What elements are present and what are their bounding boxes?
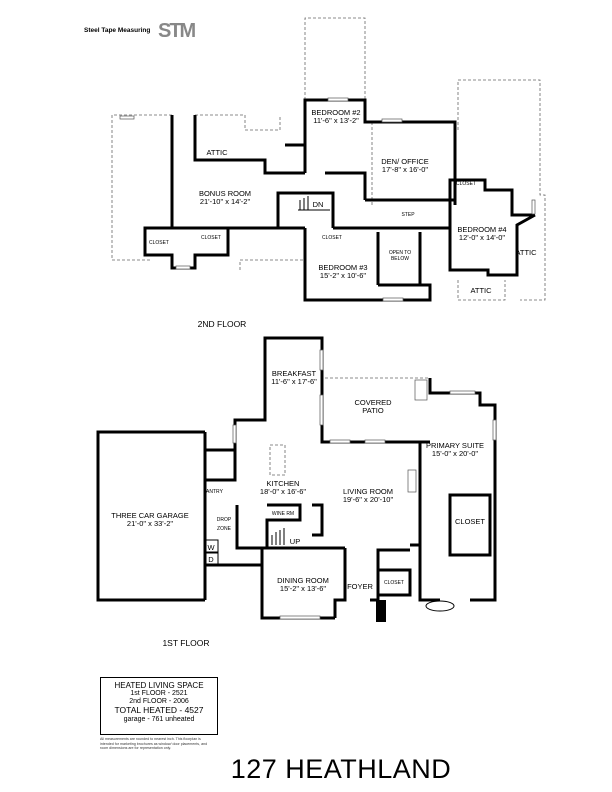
garage-dims: 21'-0" x 33'-2" — [127, 519, 173, 528]
living-room-dims: 19'-6" x 20'-10" — [343, 495, 394, 504]
closet-label: CLOSET — [384, 580, 404, 586]
logo-mark: STM — [158, 20, 196, 42]
bonus-room-name: BONUS ROOM — [199, 189, 251, 198]
up-label: UP — [290, 537, 300, 546]
wine-room-label: WINE RM — [272, 511, 294, 517]
washer-label: W — [207, 543, 215, 552]
drop-zone-label: ZONE — [217, 526, 232, 532]
bedroom-4-dims: 12'-0" x 14'-0" — [459, 233, 505, 242]
closet-label: CLOSET — [322, 235, 342, 241]
closet-label: CLOSET — [201, 235, 221, 241]
drop-zone-label: DROP — [217, 517, 232, 523]
bedroom-3-name: BEDROOM #3 — [318, 263, 367, 272]
bedroom-2-dims: 11'-6" x 13'-2" — [313, 116, 359, 125]
open-to-below-label: BELOW — [391, 256, 409, 262]
primary-suite-name: PRIMARY SUITE — [426, 441, 484, 450]
first-floor-area: 1st FLOOR - 2521 — [130, 690, 188, 698]
bedroom-4-name: BEDROOM #4 — [457, 225, 506, 234]
heated-heading: HEATED LIVING SPACE — [114, 681, 204, 690]
attic-label-right: ATTIC — [515, 248, 537, 257]
open-to-below-label: OPEN TO — [389, 250, 411, 256]
closet-label: CLOSET — [149, 240, 169, 246]
kitchen-name: KITCHEN — [267, 479, 300, 488]
first-floor-plan: BREAKFAST 11'-6" x 17'-6" COVERED PATIO … — [96, 336, 497, 648]
bedroom-3-dims: 15'-2" x 10'-6" — [320, 271, 366, 280]
dining-room-dims: 15'-2" x 13'-6" — [280, 584, 326, 593]
dining-room-name: DINING ROOM — [277, 576, 329, 585]
pantry-label: PANTRY — [203, 489, 223, 495]
attic-label-bottom: ATTIC — [470, 286, 492, 295]
brand-logo: Steel Tape Measuring STM — [84, 20, 196, 42]
closet-label: CLOSET — [455, 517, 485, 526]
bedroom-2-name: BEDROOM #2 — [311, 108, 360, 117]
total-heated-area: TOTAL HEATED - 4527 — [114, 705, 204, 716]
garage-area: garage - 761 unheated — [123, 716, 195, 724]
living-room-name: LIVING ROOM — [343, 487, 393, 496]
bonus-room-dims: 21'-10" x 14'-2" — [200, 197, 251, 206]
den-office-name: DEN/ OFFICE — [381, 157, 429, 166]
step-label: STEP — [401, 212, 415, 218]
property-title: 127 HEATHLAND — [230, 754, 452, 784]
down-label: DN — [313, 200, 324, 209]
area-summary-box: HEATED LIVING SPACE 1st FLOOR - 2521 2nd… — [100, 677, 218, 735]
second-floor-label: 2ND FLOOR — [198, 319, 247, 329]
disclaimer: All measurements are rounded to nearest … — [100, 737, 208, 751]
dryer-label: D — [208, 555, 214, 564]
breakfast-dims: 11'-6" x 17'-6" — [271, 377, 317, 386]
den-office-dims: 17'-8" x 16'-0" — [382, 165, 428, 174]
closet-label: CLOSET — [456, 181, 476, 187]
first-floor-label: 1ST FLOOR — [162, 638, 209, 648]
foyer-label: FOYER — [347, 582, 373, 591]
second-floor-area: 2nd FLOOR - 2006 — [129, 698, 189, 706]
garage-name: THREE CAR GARAGE — [111, 511, 189, 520]
kitchen-dims: 18'-0" x 16'-6" — [260, 487, 306, 496]
attic-label-left: ATTIC — [206, 148, 228, 157]
primary-suite-dims: 15'-0" x 20'-0" — [432, 449, 478, 458]
breakfast-name: BREAKFAST — [272, 369, 317, 378]
brand-name: Steel Tape Measuring — [84, 27, 151, 34]
second-floor-plan: ATTIC BONUS ROOM 21'-10" x 14'-2" CLOSET… — [111, 17, 546, 329]
covered-patio-name: COVERED — [354, 398, 392, 407]
covered-patio-name: PATIO — [362, 406, 384, 415]
